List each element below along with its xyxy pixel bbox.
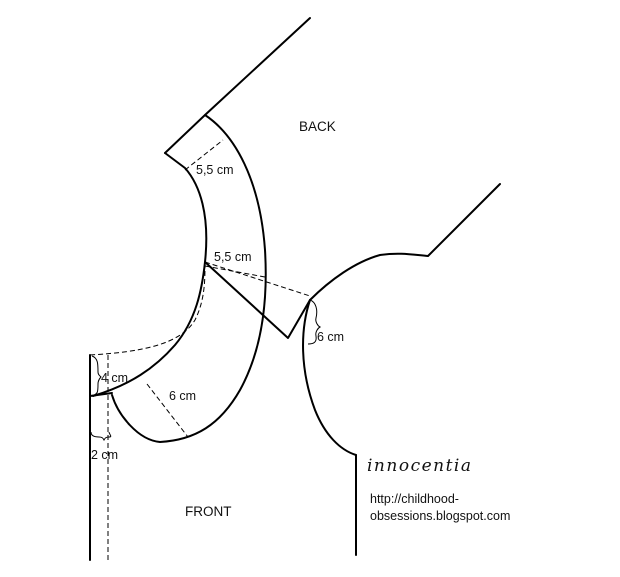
center-extension-brace <box>90 431 112 442</box>
neck-width-dashed <box>184 139 224 171</box>
front-label: FRONT <box>185 504 232 519</box>
front-drop-label: 4 cm <box>101 371 128 385</box>
back-armhole-curve <box>309 183 501 301</box>
shoulder-dashed-upper <box>204 261 311 297</box>
front-width-label: 6 cm <box>169 389 196 403</box>
armhole-depth-brace <box>307 299 322 345</box>
shoulder-seam-line <box>204 261 311 339</box>
neck-back-width-label: 5,5 cm <box>196 163 234 177</box>
blog-url-line1: http://childhood- <box>370 492 459 506</box>
center-extension-label: 2 cm <box>91 448 118 462</box>
back-label: BACK <box>299 119 336 134</box>
back-shoulder-line <box>164 17 311 154</box>
back-neckline-curve <box>92 152 208 397</box>
shoulder-width-label: 5,5 cm <box>214 250 252 264</box>
blog-url-line2: obsessions.blogspot.com <box>370 509 510 523</box>
facing-outer-edge <box>111 114 267 443</box>
front-width-dashed <box>146 383 189 438</box>
shoulder-dashed-lower <box>204 265 266 278</box>
front-neck-dashed-curve <box>89 261 206 356</box>
armhole-depth-label: 6 cm <box>317 330 344 344</box>
front-drop-brace <box>91 355 102 397</box>
armhole-curve <box>302 299 357 456</box>
author-signature: innocentia <box>367 456 473 476</box>
